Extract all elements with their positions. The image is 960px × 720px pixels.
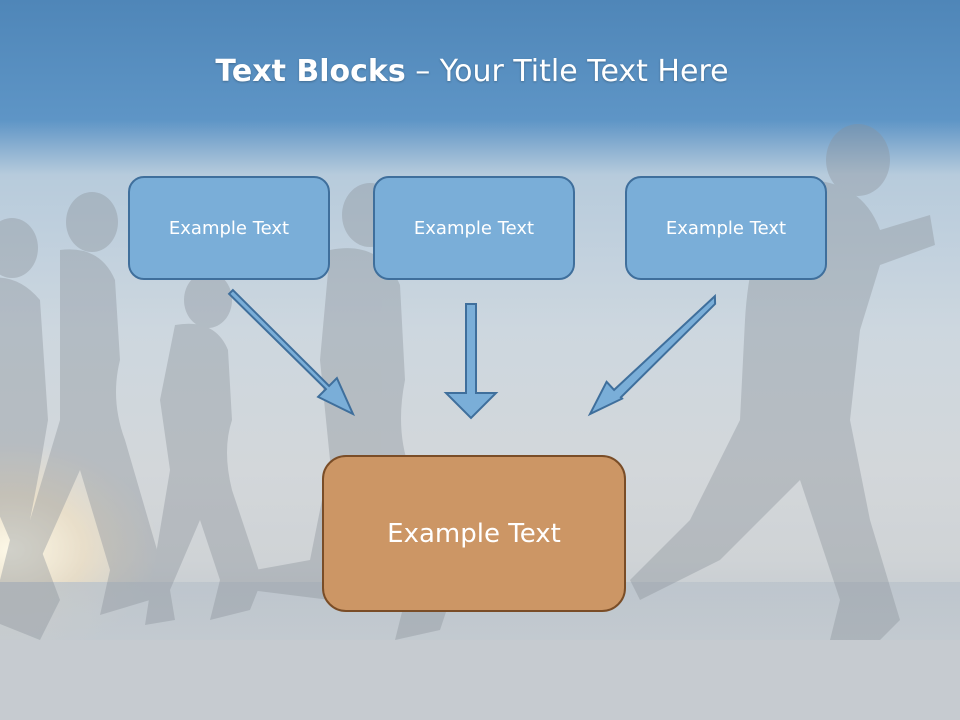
title-rest-text: – Your Title Text Here	[405, 54, 729, 89]
arrow-down-left-icon	[587, 293, 717, 417]
arrow-down-icon	[443, 303, 499, 420]
arrow-down-right-icon	[227, 288, 356, 417]
ground	[0, 640, 960, 720]
slide-title: Text Blocks – Your Title Text Here	[0, 54, 944, 89]
text-block-label: Example Text	[665, 217, 787, 239]
text-block-top-right[interactable]: Example Text	[625, 176, 827, 280]
title-bold-text: Text Blocks	[215, 54, 406, 89]
text-block-label: Example Text	[387, 518, 561, 549]
text-block-top-left[interactable]: Example Text	[128, 176, 330, 280]
text-block-label: Example Text	[413, 217, 535, 239]
text-block-top-center[interactable]: Example Text	[373, 176, 575, 280]
text-block-bottom[interactable]: Example Text	[322, 455, 626, 612]
text-block-label: Example Text	[168, 217, 290, 239]
